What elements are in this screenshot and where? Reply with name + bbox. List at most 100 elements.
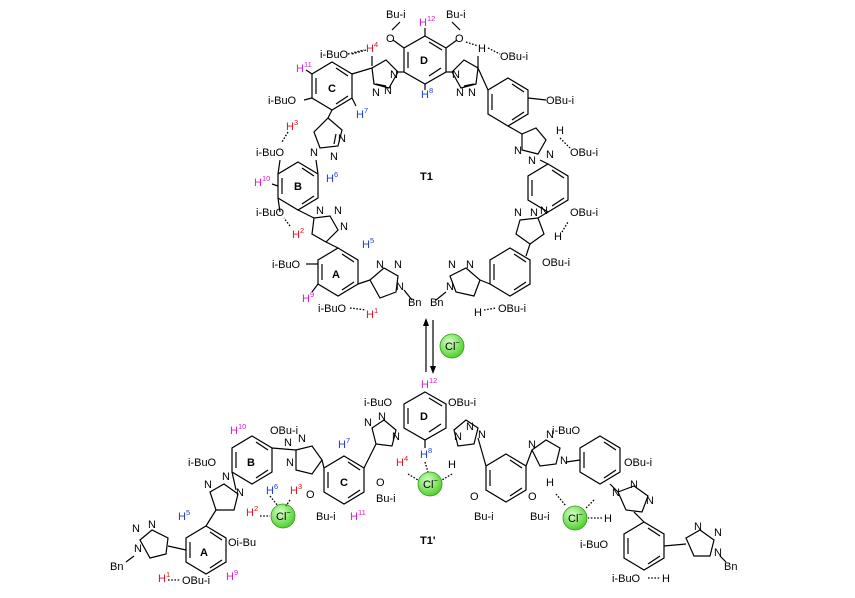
hydrogen-atom: H [554,231,562,243]
compound-label-t1-prime: T1' [420,535,436,547]
n-atom: N [132,523,140,535]
ring-label-c: C [340,477,348,489]
triazole-right-3-prime: N N N [612,479,654,513]
chloride-central [417,471,443,497]
n-atom: N [528,439,536,451]
ring-a-t1: A [317,247,359,297]
triazole-b-a-prime: N N N [204,471,244,511]
hydrogen-atom: H [604,513,612,525]
hydrogen-h1: H1 [366,306,378,321]
hydrogen-atom: H [474,307,482,319]
triazole-c-b-prime: N N N [284,433,323,475]
ring-b-t1: B [277,161,319,211]
n-atom: N [204,479,212,491]
o-atom: O [386,33,395,45]
n-atom: N [284,437,292,449]
n-atom: N [446,281,454,293]
n-atom: N [396,281,404,293]
i-buo-group: i-BuO [320,49,349,61]
hydrogen-atom: H [662,573,670,585]
i-buo-group: i-BuO [580,539,609,551]
benzyl-group: Bn [408,297,421,309]
triazole-left-d: N N N [371,59,399,99]
benzyl-group: Bn [430,297,443,309]
hydrogen-h11: H11 [350,508,366,523]
hydrogen-h9: H9 [302,290,314,305]
n-atom: N [390,69,398,81]
hydrogen-h10: H10 [230,422,246,437]
n-atom: N [310,147,318,159]
i-buo-group: i-BuO [612,573,641,585]
oi-bu-group: Oi-Bu [228,537,256,549]
hydrogen-atom: H [478,43,486,55]
i-buo-group: i-BuO [188,457,217,469]
n-atom: N [466,421,474,433]
n-atom: N [222,471,230,483]
hydrogen-h12: H12 [421,376,437,391]
hydrogen-h1: H1 [158,570,170,585]
i-buo-group: i-BuO [256,147,285,159]
i-buo-group: i-BuO [268,95,297,107]
triazole-b-a: N N N [311,205,348,243]
hydrogen-h9: H9 [226,568,238,583]
n-atom: N [134,543,142,555]
n-atom: N [546,149,554,161]
n-atom: N [466,259,474,271]
n-atom: N [714,527,722,539]
n-atom: N [546,429,554,441]
n-atom: N [340,221,348,233]
obu-i-group: OBu-i [182,575,210,587]
triazole-right-d: N N N [451,59,479,99]
n-atom: N [376,259,384,271]
hydrogen-atom: H [546,477,554,489]
foldamer-t1-structure: D O O Bu-i Bu-i H12 H8 N N N N N N [254,9,598,321]
chloride-label: Cl− [445,338,460,353]
hydrogen-h5: H5 [178,508,190,523]
i-buo-group: i-BuO [364,397,393,409]
hydrogen-atom: H [556,125,564,137]
n-atom: N [630,479,638,491]
ring-a-t1-prime: A [185,525,227,575]
chloride-anion-reagent: Cl− [439,333,465,359]
n-atom: N [394,259,402,271]
hydrogen-h3: H3 [290,482,302,497]
obu-i-group: OBu-i [270,425,298,437]
n-atom: N [560,455,568,467]
ring-c-t1: C [311,61,353,111]
n-atom: N [612,487,620,499]
n-atom: N [236,487,244,499]
n-atom: N [452,69,460,81]
o-atom: O [455,33,464,45]
ring-label-c: C [328,83,336,95]
ring-label-d: D [420,411,428,423]
ring-d-t1-prime: D [403,391,447,441]
bu-i-group: Bu-i [376,493,396,505]
o-atom: O [306,489,315,501]
hydrogen-h7: H7 [338,436,350,451]
triazole-right-d-prime: N N N [453,419,486,447]
n-atom: N [338,133,346,145]
ring-c-t1-prime: C [323,455,365,505]
obu-i-group: OBu-i [570,207,598,219]
bu-i-group: Bu-i [530,511,550,523]
triazole-c-b: N N N [310,117,346,163]
hydrogen-h8: H8 [420,446,432,461]
n-atom: N [378,411,386,423]
n-atom: N [286,457,294,469]
hydrogen-h6: H6 [326,170,338,185]
n-atom: N [514,145,522,157]
bu-i-group: Bu-i [446,9,466,21]
chloride-label: Cl− [276,508,291,523]
hydrogen-h7: H7 [356,106,368,121]
hydrogen-h2: H2 [292,226,304,241]
hydrogen-h8: H8 [421,86,433,101]
n-atom: N [694,521,702,533]
obu-i-group: OBu-i [500,51,528,63]
i-buo-group: i-BuO [256,207,285,219]
n-atom: N [148,519,156,531]
n-atom: N [384,85,392,97]
triazole-terminal-right-t1-prime: N N N [685,521,722,559]
hydrogen-atom: H [448,459,456,471]
obu-i-group: OBu-i [546,95,574,107]
